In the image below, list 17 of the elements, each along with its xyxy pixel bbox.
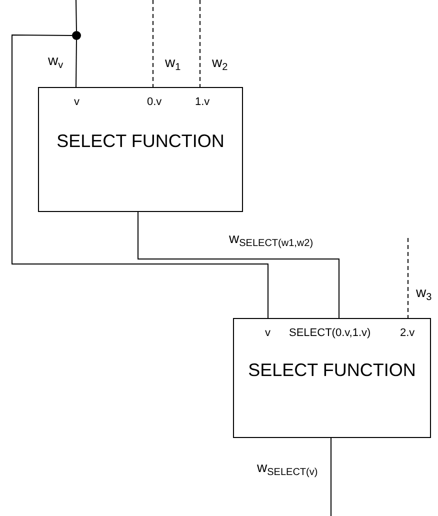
signal-line	[152, 0, 154, 88]
function-block	[38, 87, 243, 212]
block-title: SELECT FUNCTION	[56, 130, 226, 152]
block-title: SELECT FUNCTION	[247, 359, 417, 381]
port-label: v	[74, 96, 80, 108]
port-label: v	[265, 327, 270, 339]
port-label: 2.v	[400, 327, 415, 339]
connector-line	[76, 40, 77, 88]
function-block	[233, 318, 431, 438]
port-label: 0.v	[147, 96, 162, 108]
signal-line	[76, 0, 77, 32]
connector-line	[12, 34, 268, 318]
signal-line	[330, 438, 332, 516]
port-label: 1.v	[195, 96, 210, 108]
junction-dot	[72, 31, 81, 40]
connector-line	[138, 212, 340, 318]
port-label: SELECT(0.v,1.v)	[289, 327, 371, 339]
